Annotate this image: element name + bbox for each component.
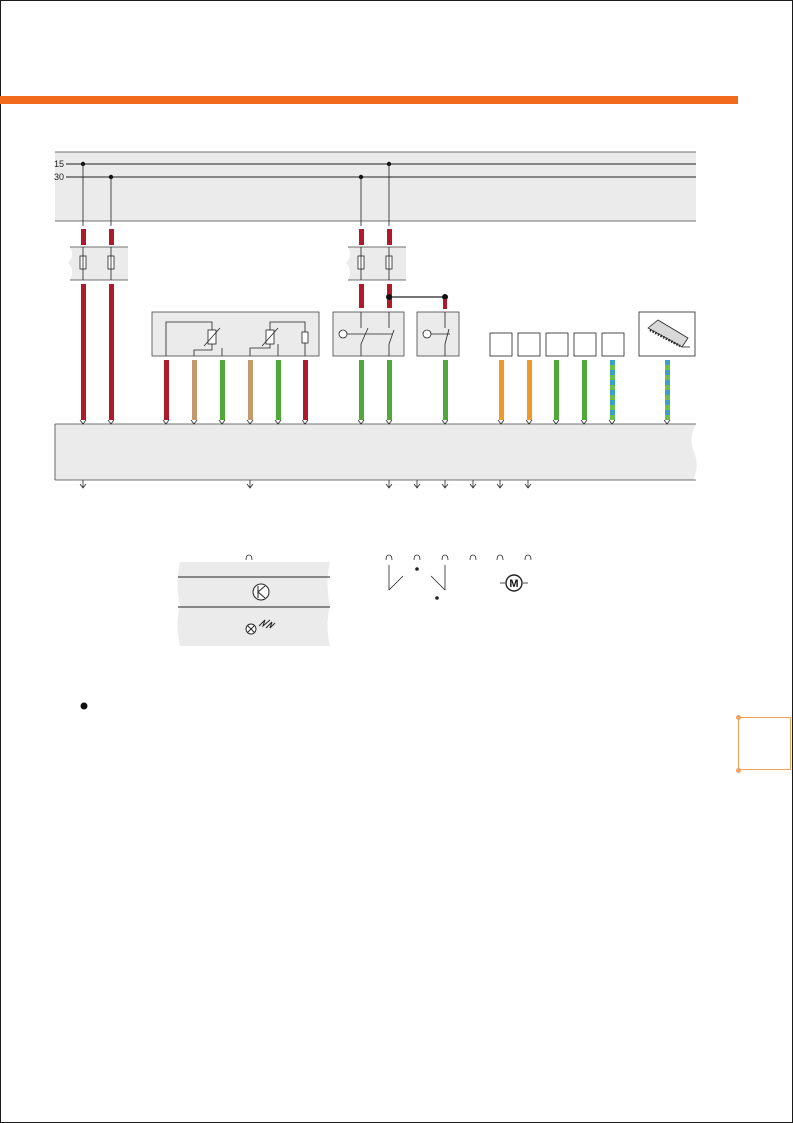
control-unit-panel xyxy=(54,423,697,481)
ground-terminals xyxy=(79,480,532,489)
rail-30-label: 30 xyxy=(54,172,64,182)
resistor-icon xyxy=(301,331,309,344)
connector-boxes xyxy=(489,332,625,357)
control-unit-terminals xyxy=(79,419,671,425)
junction-dot xyxy=(442,294,448,300)
switch-unit xyxy=(416,311,460,357)
motor-icon: M xyxy=(500,574,528,592)
motor-symbol-label: M xyxy=(509,578,518,590)
transistor-icon xyxy=(252,583,270,601)
legend-panel xyxy=(177,554,330,646)
fuse-wires xyxy=(81,229,392,280)
junction-dot xyxy=(386,294,392,300)
fuse-box-left xyxy=(68,246,128,281)
sensor-unit xyxy=(151,311,320,357)
switch-contacts-icon xyxy=(385,554,532,600)
fuse-box-right xyxy=(346,246,406,281)
ignition-switch-unit xyxy=(332,311,405,357)
diagnostic-connector xyxy=(638,311,696,357)
wire-red-1 xyxy=(81,284,86,420)
rail-15-label: 15 xyxy=(54,159,64,169)
tab-corner-dot xyxy=(736,768,741,773)
section-tab xyxy=(738,717,791,770)
header-accent-bar xyxy=(0,96,738,104)
wire-red-2 xyxy=(109,284,114,420)
signal-wires xyxy=(164,360,670,420)
lamp-led-icon xyxy=(245,619,276,635)
tab-corner-dot xyxy=(736,715,741,720)
wire-red-3 xyxy=(359,284,364,308)
power-supply-panel xyxy=(55,152,696,221)
bullet-icon xyxy=(80,702,88,710)
